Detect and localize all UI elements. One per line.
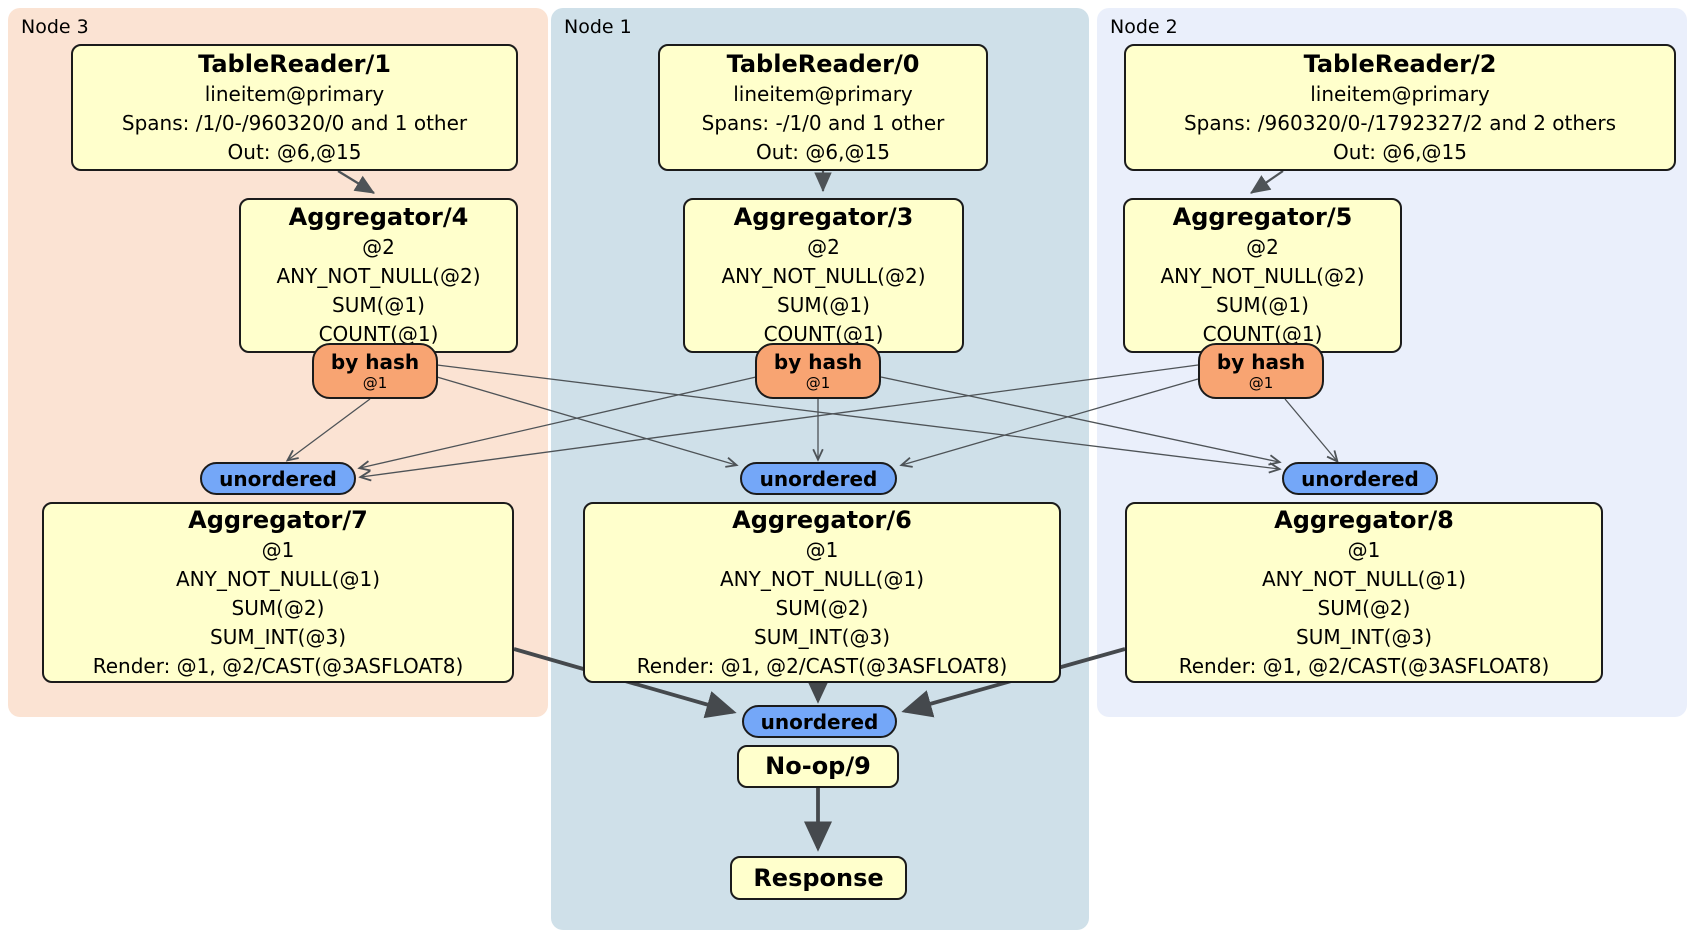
router-by-hash-node3: by hash @1 <box>312 343 438 399</box>
processor-fn: SUM(@2) <box>231 595 325 620</box>
processor-fn: SUM_INT(@3) <box>754 624 890 649</box>
processor-title: TableReader/0 <box>726 49 920 78</box>
processor-fn: SUM(@1) <box>777 293 870 317</box>
processor-fn: COUNT(@1) <box>763 322 884 346</box>
processor-spans: Spans: /960320/0-/1792327/2 and 2 others <box>1183 110 1616 135</box>
processor-table: lineitem@primary <box>204 81 385 106</box>
router-label: by hash <box>330 350 420 374</box>
processor-out: Out: @6,@15 <box>1333 139 1467 164</box>
region-node-1-label: Node 1 <box>564 16 632 38</box>
processor-aggregator-8: Aggregator/8 @1 ANY_NOT_NULL(@1) SUM(@2)… <box>1125 502 1603 683</box>
processor-render: Render: @1, @2/CAST(@3ASFLOAT8) <box>1178 653 1550 678</box>
processor-title: Aggregator/6 <box>732 505 912 534</box>
processor-group: @2 <box>1246 235 1279 259</box>
router-detail: @1 <box>1248 374 1274 392</box>
processor-render: Render: @1, @2/CAST(@3ASFLOAT8) <box>92 653 464 678</box>
processor-title: Aggregator/5 <box>1172 203 1353 231</box>
processor-group: @2 <box>807 235 840 259</box>
processor-noop-9: No-op/9 <box>737 745 899 788</box>
processor-fn: SUM(@1) <box>332 293 425 317</box>
processor-out: Out: @6,@15 <box>227 139 362 164</box>
processor-fn: ANY_NOT_NULL(@2) <box>1160 264 1365 288</box>
processor-group: @1 <box>805 537 839 562</box>
processor-title: Aggregator/7 <box>188 505 368 534</box>
processor-group: @2 <box>362 235 395 259</box>
sync-unordered-node1: unordered <box>740 462 897 495</box>
processor-tablereader-0: TableReader/0 lineitem@primary Spans: -/… <box>658 44 988 171</box>
processor-aggregator-7: Aggregator/7 @1 ANY_NOT_NULL(@1) SUM(@2)… <box>42 502 514 683</box>
processor-aggregator-3: Aggregator/3 @2 ANY_NOT_NULL(@2) SUM(@1)… <box>683 198 964 353</box>
processor-tablereader-2: TableReader/2 lineitem@primary Spans: /9… <box>1124 44 1676 171</box>
processor-fn: ANY_NOT_NULL(@1) <box>176 566 380 591</box>
processor-spans: Spans: -/1/0 and 1 other <box>701 110 945 135</box>
processor-out: Out: @6,@15 <box>756 139 890 164</box>
processor-fn: SUM_INT(@3) <box>210 624 346 649</box>
router-label: by hash <box>1216 350 1306 374</box>
processor-title: No-op/9 <box>765 752 871 780</box>
sync-unordered-node2: unordered <box>1282 462 1438 495</box>
processor-title: TableReader/1 <box>198 49 391 78</box>
region-node-2-label: Node 2 <box>1110 16 1178 38</box>
router-detail: @1 <box>362 374 388 392</box>
processor-spans: Spans: /1/0-/960320/0 and 1 other <box>121 110 468 135</box>
processor-title: TableReader/2 <box>1303 49 1497 78</box>
processor-table: lineitem@primary <box>733 81 913 106</box>
processor-table: lineitem@primary <box>1310 81 1490 106</box>
processor-fn: COUNT(@1) <box>318 322 439 346</box>
processor-fn: ANY_NOT_NULL(@1) <box>720 566 924 591</box>
processor-fn: ANY_NOT_NULL(@2) <box>276 264 481 288</box>
region-node-3-label: Node 3 <box>21 16 89 38</box>
processor-aggregator-5: Aggregator/5 @2 ANY_NOT_NULL(@2) SUM(@1)… <box>1123 198 1402 353</box>
processor-tablereader-1: TableReader/1 lineitem@primary Spans: /1… <box>71 44 518 171</box>
router-label: by hash <box>773 350 863 374</box>
processor-fn: SUM_INT(@3) <box>1296 624 1432 649</box>
router-detail: @1 <box>805 374 831 392</box>
processor-fn: SUM(@2) <box>775 595 869 620</box>
processor-fn: COUNT(@1) <box>1202 322 1323 346</box>
processor-fn: SUM(@2) <box>1317 595 1411 620</box>
processor-aggregator-6: Aggregator/6 @1 ANY_NOT_NULL(@1) SUM(@2)… <box>583 502 1061 683</box>
processor-title: Aggregator/4 <box>288 203 469 231</box>
processor-response: Response <box>730 856 907 900</box>
processor-fn: SUM(@1) <box>1216 293 1309 317</box>
processor-group: @1 <box>261 537 295 562</box>
processor-render: Render: @1, @2/CAST(@3ASFLOAT8) <box>636 653 1008 678</box>
sync-unordered-final: unordered <box>742 705 897 738</box>
processor-fn: ANY_NOT_NULL(@1) <box>1262 566 1466 591</box>
processor-title: Aggregator/8 <box>1274 505 1454 534</box>
sync-unordered-node3: unordered <box>200 462 356 495</box>
processor-title: Aggregator/3 <box>733 203 914 231</box>
processor-aggregator-4: Aggregator/4 @2 ANY_NOT_NULL(@2) SUM(@1)… <box>239 198 518 353</box>
processor-title: Response <box>753 863 884 892</box>
processor-group: @1 <box>1347 537 1381 562</box>
router-by-hash-node2: by hash @1 <box>1198 343 1324 399</box>
router-by-hash-node1: by hash @1 <box>755 343 881 399</box>
processor-fn: ANY_NOT_NULL(@2) <box>721 264 926 288</box>
